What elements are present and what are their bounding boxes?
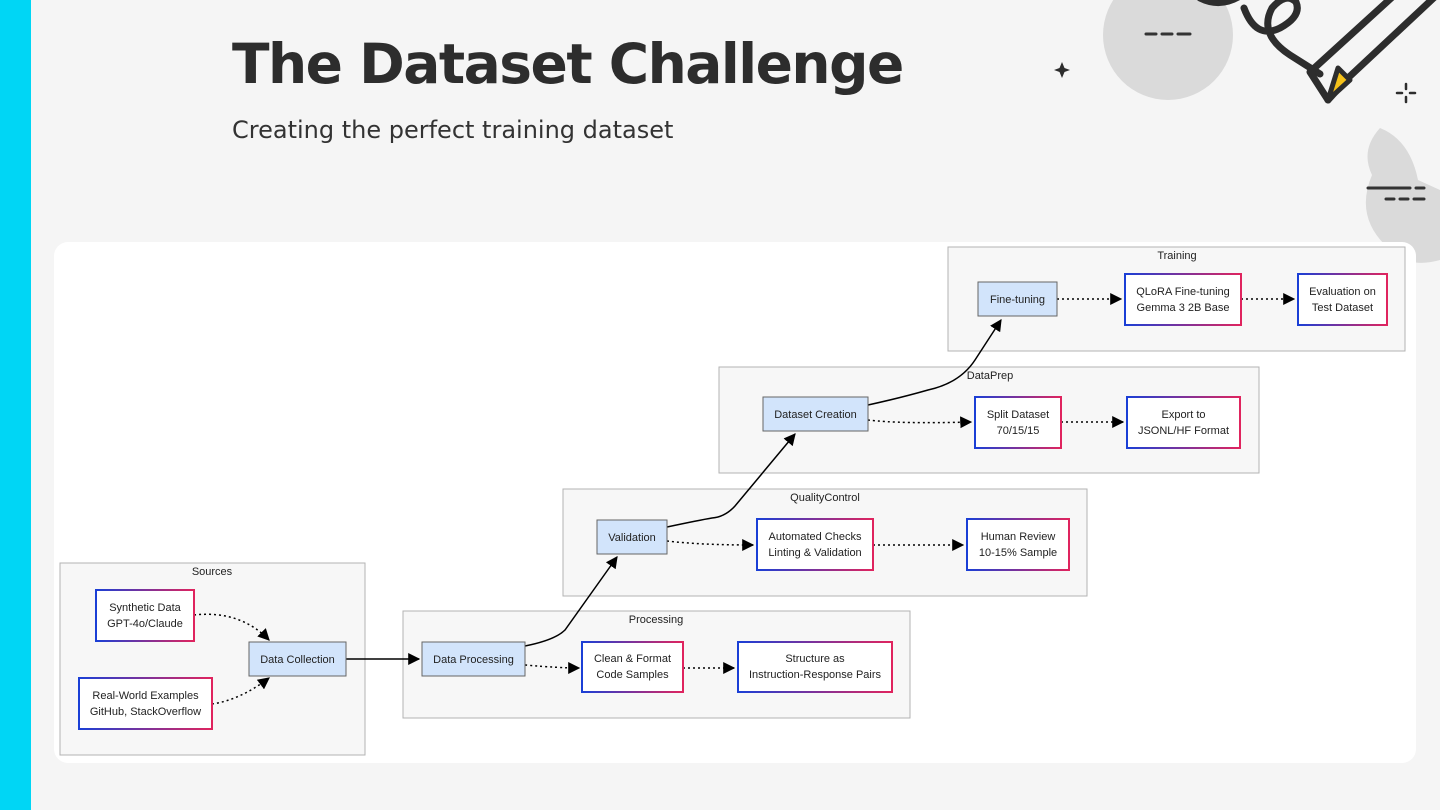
node-label: Split Dataset [987,409,1049,421]
node-label: 10-15% Sample [979,547,1057,559]
node-label: Structure as [785,653,845,665]
node-data-collection: Data Collection [248,641,347,677]
node-clean-format: Clean & Format Code Samples [581,641,684,693]
node-label: Automated Checks [769,531,862,543]
node-label: Test Dataset [1312,302,1373,314]
node-label: Data Collection [260,654,335,666]
node-structure-pairs: Structure as Instruction-Response Pairs [737,641,893,693]
group-label-sources: Sources [192,566,233,578]
group-label-processing: Processing [629,614,683,626]
node-label: Instruction-Response Pairs [749,669,882,681]
node-synthetic-data: Synthetic Data GPT-4o/Claude [95,589,195,642]
node-label: Validation [608,532,656,544]
node-split-dataset: Split Dataset 70/15/15 [974,396,1062,449]
page-subtitle: Creating the perfect training dataset [232,116,674,144]
accent-sidebar [0,0,31,810]
node-label: JSONL/HF Format [1138,425,1229,437]
node-label: Gemma 3 2B Base [1137,302,1230,314]
node-automated-checks: Automated Checks Linting & Validation [756,518,874,571]
node-label: Clean & Format [594,653,671,665]
node-label: Code Samples [596,669,669,681]
node-fine-tuning: Fine-tuning [977,281,1058,317]
node-evaluation: Evaluation on Test Dataset [1297,273,1388,326]
node-label: 70/15/15 [997,425,1040,437]
edges-dotted [193,293,1296,705]
node-label: Linting & Validation [768,547,861,559]
node-label: Data Processing [433,654,514,666]
node-real-world-examples: Real-World Examples GitHub, StackOverflo… [78,677,213,730]
node-label: Fine-tuning [990,294,1045,306]
group-label-quality: QualityControl [790,492,860,504]
node-qlora: QLoRA Fine-tuning Gemma 3 2B Base [1124,273,1242,326]
node-human-review: Human Review 10-15% Sample [966,518,1070,571]
node-label: Export to [1161,409,1205,421]
node-label: GitHub, StackOverflow [90,706,201,718]
node-validation: Validation [596,519,668,555]
node-label: Synthetic Data [109,602,181,614]
node-label: Dataset Creation [774,409,857,421]
group-label-training: Training [1157,250,1196,262]
page-title: The Dataset Challenge [232,32,904,96]
node-label: GPT-4o/Claude [107,618,183,630]
node-label: QLoRA Fine-tuning [1136,286,1230,298]
group-label-dataprep: DataPrep [967,370,1013,382]
node-export: Export to JSONL/HF Format [1126,396,1241,449]
node-label: Human Review [981,531,1056,543]
node-data-processing: Data Processing [421,641,526,677]
node-label: Real-World Examples [92,690,199,702]
node-dataset-creation: Dataset Creation [762,396,869,432]
node-label: Evaluation on [1309,286,1376,298]
edges-main [346,318,1002,665]
